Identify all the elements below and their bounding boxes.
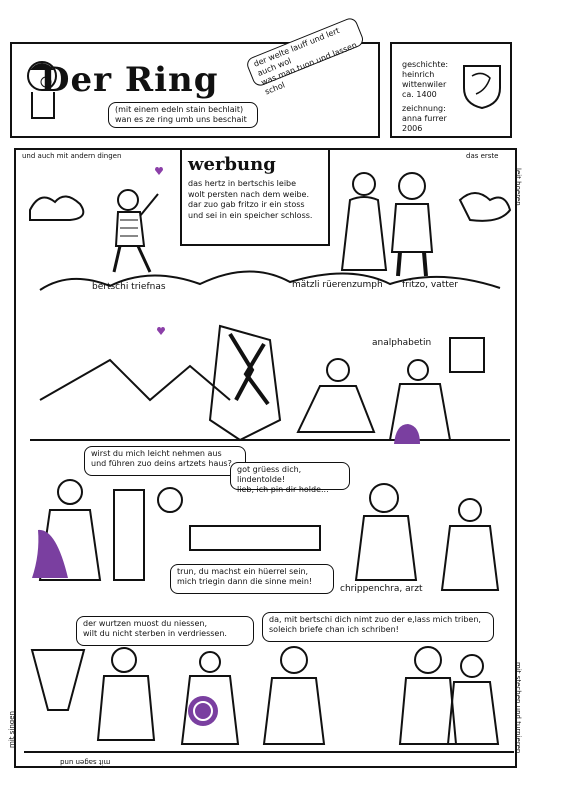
ring-scene-drawing [30, 324, 510, 442]
credits-box [390, 42, 512, 138]
banner-left: (mit einem edeln stain bechlait) wan es … [108, 102, 258, 128]
purple-skirt [394, 424, 420, 444]
heart-icon-2 [157, 327, 165, 335]
name-analphabetin: analphabetin [372, 338, 432, 348]
speech-got-gruess: got grüess dich, lindentolde! lieb, ich … [230, 462, 350, 494]
speech-wirst: wirst du mich leicht nehmen aus und führ… [84, 446, 246, 476]
shield-icon [463, 65, 501, 110]
name-bertschi: bertschi triefnas [92, 282, 166, 292]
maetzli-fritzo-figures [340, 172, 434, 277]
page-title: Der Ring [40, 60, 219, 100]
border-text-left-bottom: mit singen [8, 711, 16, 748]
purple-cloak [32, 529, 68, 578]
name-fritzo: fritzo, vatter [402, 280, 458, 290]
jester-icon [27, 61, 57, 119]
table-scene-drawing [38, 479, 500, 591]
heart-icon [155, 167, 163, 175]
border-text-top-right: das erste [466, 152, 499, 160]
werbung-box: werbung das hertz in bertschis leibe wol… [180, 148, 330, 246]
clouds [29, 192, 512, 291]
border-text-right-bottom: mit stechen und turnieren, [514, 662, 522, 756]
speech-wurtzen: der wurtzen muost du niessen, wilt du ni… [76, 616, 254, 646]
name-maetzli: mätzli rüerenzumph [292, 280, 383, 290]
purple-medallion [188, 696, 218, 726]
credits-text: geschichte: heinrich wittenwiler ca. 140… [402, 60, 449, 133]
final-scene-drawing [24, 646, 514, 753]
werbung-title: werbung [188, 154, 276, 175]
bertschi-figure [112, 189, 159, 273]
name-chrippenchra: chrippenchra, arzt [340, 584, 423, 594]
border-text-top-left: und auch mit andern dingen [22, 152, 122, 160]
werbung-verse: das hertz in bertschis leibe wolt perste… [188, 179, 313, 220]
speech-trun: trun, du machst ein hüerrel sein, mich t… [170, 564, 334, 594]
speech-bertschi-nimt: da, mit bertschi dich nimt zuo der e,las… [262, 612, 494, 642]
